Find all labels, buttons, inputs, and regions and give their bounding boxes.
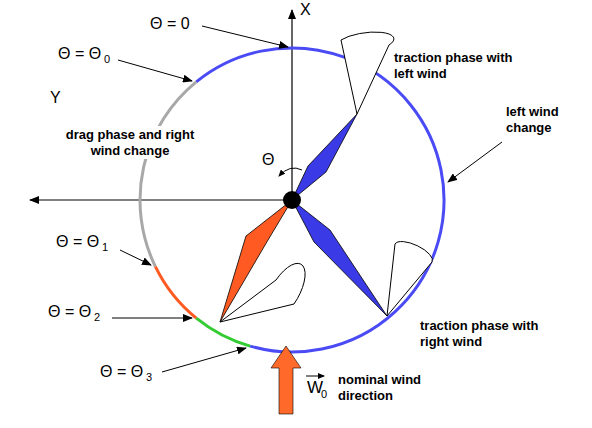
leader-arrow: [118, 60, 192, 81]
phase-label: left wind change: [506, 104, 586, 135]
leader-arrow: [112, 318, 192, 319]
phase-label: traction phase with left wind: [394, 50, 534, 81]
vector-arrow: [306, 376, 324, 377]
rotor-arm: [292, 114, 357, 200]
y-axis: [30, 199, 292, 200]
hub: [283, 191, 301, 209]
rotation-arrow: [279, 168, 302, 176]
rotor-arm: [292, 200, 387, 316]
axis-label: Y: [50, 88, 61, 107]
angle-symbol: Θ: [262, 150, 274, 169]
traction-arc: [196, 48, 444, 352]
angle-label: Θ = Θ: [100, 362, 143, 381]
axis-label: X: [300, 0, 311, 19]
vector-label: W: [307, 378, 323, 398]
leader-arrow: [120, 250, 151, 265]
subscript: 0: [104, 53, 110, 66]
x-axis: [291, 10, 292, 200]
angle-label: Θ = Θ: [58, 44, 101, 63]
angle-label: Θ = Θ: [48, 302, 91, 321]
angle-label: Θ = 0: [150, 14, 190, 33]
kite: [341, 32, 394, 114]
subscript: 1: [102, 241, 108, 254]
drag-arc: [140, 82, 196, 267]
green-arc: [196, 318, 250, 346]
phase-label: drag phase and right wind change: [50, 126, 210, 159]
leader-arrow: [448, 142, 502, 182]
leader-arrow: [162, 348, 246, 372]
kite: [387, 242, 432, 316]
subscript: 2: [94, 311, 100, 324]
wind-label: nominal wind direction: [338, 372, 436, 403]
angle-label: Θ = Θ: [56, 232, 99, 251]
subscript: 0: [321, 388, 327, 401]
subscript: 3: [146, 371, 152, 384]
rotor-arm: [220, 200, 292, 322]
wind-arrow: [271, 346, 301, 414]
phase-label: traction phase with right wind: [420, 318, 560, 349]
leader-arrow: [202, 26, 288, 47]
orange-arc: [155, 267, 196, 319]
